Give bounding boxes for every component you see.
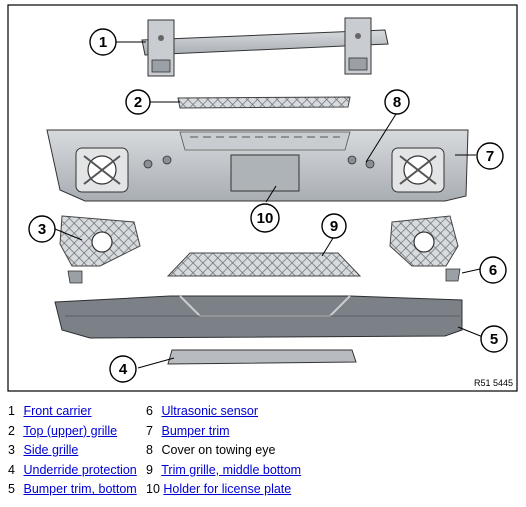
trim-grille-middle-bottom-link[interactable]: Trim grille, middle bottom	[161, 462, 302, 477]
svg-text:5: 5	[490, 331, 498, 348]
side-grille-part	[59, 215, 459, 267]
callout-7: 7	[476, 142, 504, 170]
svg-text:8: 8	[393, 94, 401, 111]
legend-number: 2	[8, 423, 15, 438]
svg-text:9: 9	[330, 218, 338, 235]
callout-4: 4	[109, 355, 137, 383]
svg-text:6: 6	[489, 262, 497, 279]
legend-item-10: 10 Holder for license plate	[146, 480, 301, 500]
legend-item-1: 1 Front carrier	[8, 402, 137, 422]
callout-1: 1	[89, 28, 117, 56]
towing-eye-cover-label: Cover on towing eye	[161, 443, 276, 458]
underride-protection-part	[167, 349, 357, 365]
svg-text:2: 2	[134, 94, 142, 111]
leader-lines	[54, 41, 484, 369]
ultrasonic-sensor-part	[67, 268, 461, 284]
legend-column-right: 6 Ultrasonic sensor 7 Bumper trim 8 Cove…	[146, 402, 301, 500]
legend-item-7: 7 Bumper trim	[146, 422, 301, 442]
legend-number: 10	[146, 482, 160, 497]
callout-9: 9	[321, 213, 347, 239]
reference-code: R51 5445	[474, 378, 513, 388]
svg-text:7: 7	[486, 148, 494, 165]
callout-5: 5	[480, 325, 508, 353]
license-plate-holder-link[interactable]: Holder for license plate	[163, 482, 292, 497]
callout-8: 8	[384, 89, 410, 115]
legend-number: 4	[8, 462, 15, 477]
callout-2: 2	[125, 89, 151, 115]
callout-3: 3	[28, 215, 56, 243]
svg-text:4: 4	[119, 361, 128, 378]
legend-item-5: 5 Bumper trim, bottom	[8, 480, 137, 500]
exploded-parts-diagram: 1 2 3 4 5 6 7 8 9 10 R51 5445	[7, 4, 518, 392]
svg-text:1: 1	[99, 34, 107, 51]
legend-item-3: 3 Side grille	[8, 441, 137, 461]
legend-item-9: 9 Trim grille, middle bottom	[146, 461, 301, 481]
legend-number: 7	[146, 423, 153, 438]
bumper-trim-bottom-part	[54, 295, 463, 339]
side-grille-link[interactable]: Side grille	[23, 443, 79, 458]
legend-number: 1	[8, 404, 15, 418]
callout-10: 10	[250, 203, 280, 233]
ultrasonic-sensor-link[interactable]: Ultrasonic sensor	[161, 404, 259, 418]
underride-protection-link[interactable]: Underride protection	[23, 462, 137, 477]
top-grille-link[interactable]: Top (upper) grille	[23, 423, 118, 438]
license-plate-holder-part	[230, 154, 300, 192]
bumper-trim-bottom-link[interactable]: Bumper trim, bottom	[23, 482, 137, 497]
svg-text:3: 3	[38, 221, 46, 238]
front-carrier-part	[141, 17, 389, 77]
legend-item-8: 8 Cover on towing eye	[146, 441, 301, 461]
svg-text:10: 10	[257, 210, 274, 227]
front-carrier-link[interactable]: Front carrier	[23, 404, 92, 418]
top-grille-part	[177, 96, 351, 109]
trim-grille-middle-bottom-part	[166, 252, 362, 277]
legend-item-2: 2 Top (upper) grille	[8, 422, 137, 442]
legend-number: 9	[146, 462, 153, 477]
legend-number: 8	[146, 443, 153, 458]
legend-item-4: 4 Underride protection	[8, 461, 137, 481]
bumper-trim-link[interactable]: Bumper trim	[161, 423, 230, 438]
legend-number: 6	[146, 404, 153, 418]
legend-number: 5	[8, 482, 15, 497]
legend-item-6: 6 Ultrasonic sensor	[146, 402, 301, 422]
callout-6: 6	[479, 256, 507, 284]
legend-column-left: 1 Front carrier 2 Top (upper) grille 3 S…	[8, 402, 137, 500]
legend-number: 3	[8, 443, 15, 458]
